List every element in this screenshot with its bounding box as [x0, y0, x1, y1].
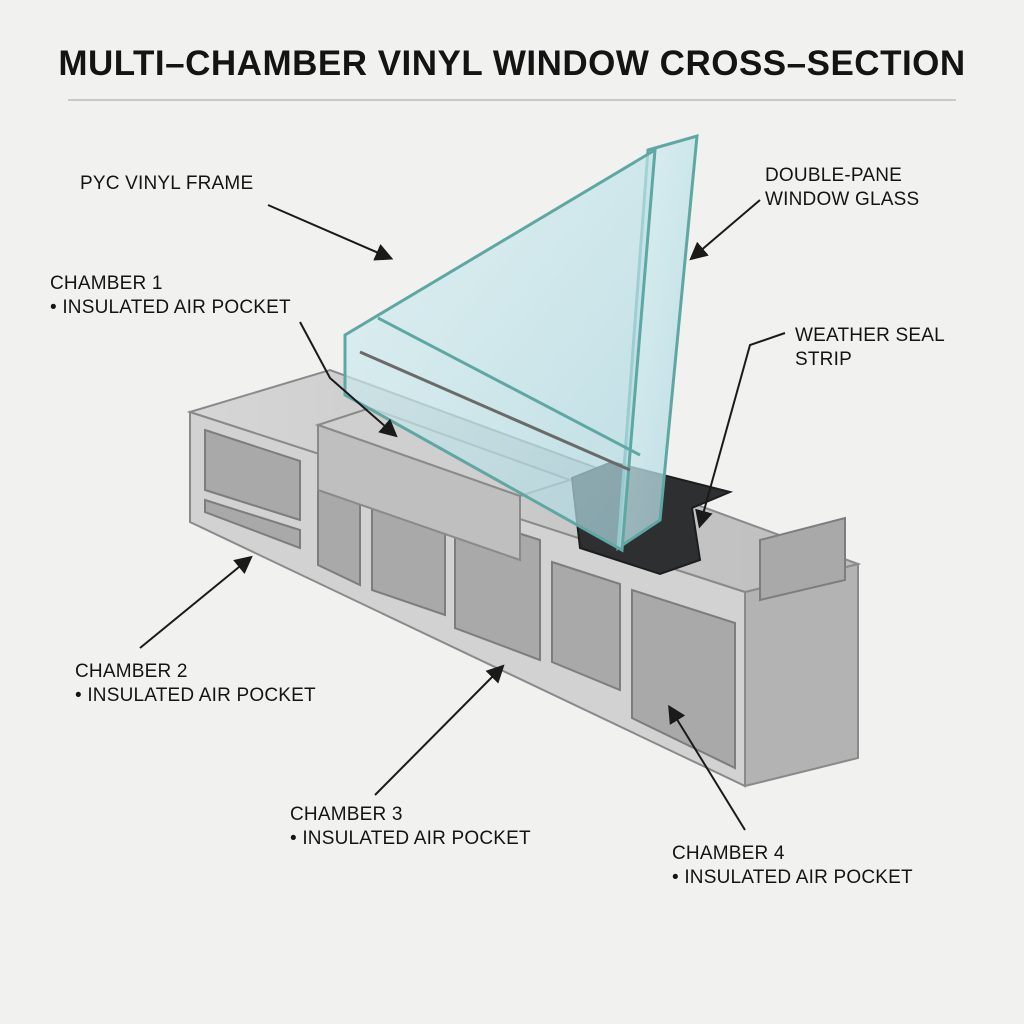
label-chamber-1-desc: • INSULATED AIR POCKET: [50, 297, 291, 318]
label-vinyl-frame-text: PYC VINYL FRAME: [80, 173, 254, 194]
leader-chamber4: [668, 704, 746, 831]
diagram-title: MULTI–CHAMBER VINYL WINDOW CROSS–SECTION: [58, 44, 966, 83]
leader-chamber1: [299, 321, 398, 438]
chamber-1-cavity: [204, 428, 301, 522]
label-chamber-4: CHAMBER 4 • INSULATED AIR POCKET: [672, 842, 913, 890]
label-chamber-1-name: CHAMBER 1: [50, 273, 163, 294]
glass-spacer-line: [359, 350, 631, 472]
label-window-glass: DOUBLE-PANE WINDOW GLASS: [765, 164, 919, 212]
label-weather-seal: WEATHER SEAL STRIP: [795, 324, 945, 372]
label-chamber-4-desc: • INSULATED AIR POCKET: [672, 867, 913, 888]
leader-seal: [695, 332, 786, 529]
label-weather-seal-line2: STRIP: [795, 349, 852, 370]
label-chamber-2-name: CHAMBER 2: [75, 661, 188, 682]
leader-glass: [689, 199, 761, 261]
label-chamber-4-name: CHAMBER 4: [672, 843, 785, 864]
leader-chamber2: [139, 555, 253, 649]
label-window-glass-line1: DOUBLE-PANE: [765, 165, 902, 186]
label-chamber-2-desc: • INSULATED AIR POCKET: [75, 685, 316, 706]
label-window-glass-line2: WINDOW GLASS: [765, 189, 920, 210]
label-weather-seal-line1: WEATHER SEAL: [795, 325, 945, 346]
chamber-side-cavity: [759, 516, 846, 602]
label-chamber-3-desc: • INSULATED AIR POCKET: [290, 828, 531, 849]
frame-chambers: [204, 428, 846, 770]
glass-edge-highlight: [377, 316, 641, 457]
chamber-2-cavity: [204, 498, 301, 550]
title-divider: [68, 99, 956, 101]
label-vinyl-frame: PYC VINYL FRAME: [80, 172, 253, 196]
label-chamber-2: CHAMBER 2 • INSULATED AIR POCKET: [75, 660, 316, 708]
leader-lines: [139, 199, 786, 831]
label-chamber-1: CHAMBER 1 • INSULATED AIR POCKET: [50, 272, 291, 320]
chamber-4a-cavity: [551, 560, 621, 692]
glass-pane-front: [343, 147, 657, 553]
label-chamber-3: CHAMBER 3 • INSULATED AIR POCKET: [290, 803, 531, 851]
chamber-4b-cavity: [631, 588, 736, 770]
leader-chamber3: [374, 664, 505, 796]
label-chamber-3-name: CHAMBER 3: [290, 804, 403, 825]
leader-frame: [267, 204, 394, 261]
glazing-stop-front: [317, 423, 521, 562]
